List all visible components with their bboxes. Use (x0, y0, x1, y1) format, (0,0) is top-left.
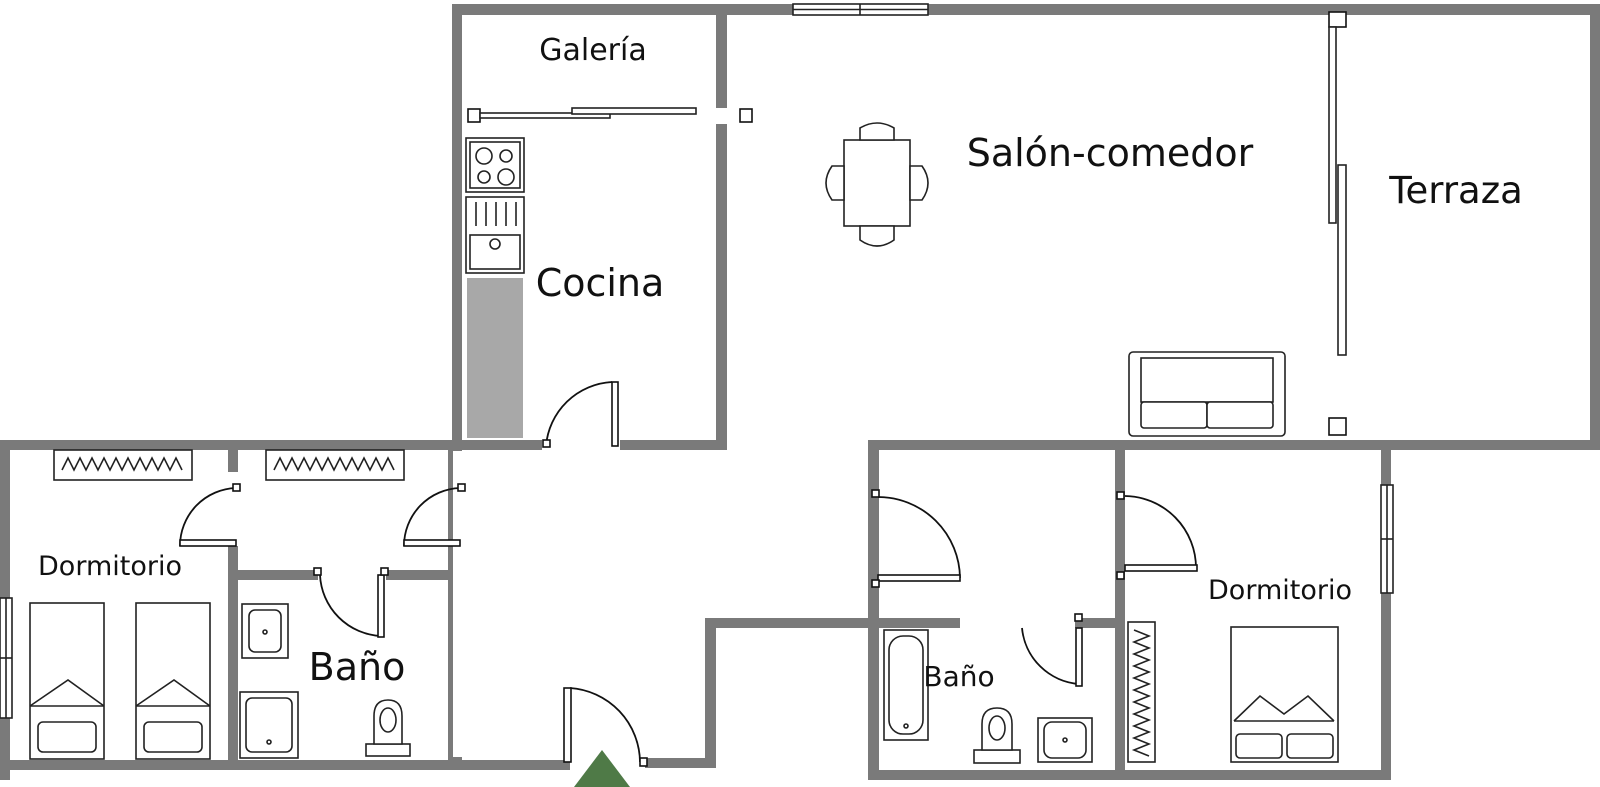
wall-bath-bedroom-divider (1115, 440, 1125, 780)
washbasin-icon (1037, 717, 1093, 763)
wardrobe-icon (1127, 621, 1156, 763)
wall-bath-right-top-a (868, 618, 960, 628)
bed-icon (135, 602, 211, 760)
wall-bedroom-bath-divider-upper (228, 440, 238, 472)
wall-right-bottom (868, 770, 1391, 780)
wall-bath-left-top-b (386, 570, 462, 580)
window-icon (1380, 484, 1394, 594)
wall-top-left (452, 4, 462, 440)
entrance-arrow-icon (574, 750, 630, 787)
toilet-icon (973, 707, 1021, 764)
door-icon (871, 489, 961, 588)
wall-hall-right (705, 618, 716, 768)
door-icon (403, 483, 466, 547)
door-icon (542, 381, 619, 448)
wall-left-bottom (0, 760, 570, 770)
cooktop-icon (465, 137, 525, 193)
room-label-bano-right: Baño (923, 660, 994, 693)
chair-icon (859, 225, 895, 247)
window-icon (792, 3, 929, 16)
wall-kitchen-bottom-a (452, 440, 542, 450)
dining-set (825, 122, 929, 247)
room-label-bano-left: Baño (309, 645, 406, 689)
chair-icon (859, 122, 895, 141)
door-icon (1021, 613, 1083, 687)
toilet-icon (365, 699, 411, 757)
wall-hall-bottom (645, 758, 716, 768)
wall-bedroom-right-outer (1381, 440, 1391, 780)
washbasin-icon (241, 603, 289, 659)
door-icon (1116, 491, 1198, 580)
chair-icon (909, 165, 929, 201)
door-icon (313, 567, 389, 638)
room-label-dormitorio-left: Dormitorio (38, 551, 182, 582)
wall-kitchen-bottom-b (620, 440, 727, 450)
wall-kitchen-right-upper (716, 4, 727, 108)
wall-top (452, 4, 1600, 15)
room-label-dormitorio-right: Dormitorio (1208, 575, 1352, 606)
walls (0, 4, 1600, 780)
wall-bedroom-bath-divider-lower (228, 546, 238, 770)
wall-right-rooms-left (868, 440, 879, 780)
wall-bath-left-top-a (238, 570, 318, 580)
room-label-salon-comedor: Salón-comedor (967, 131, 1254, 175)
radiator-icon (53, 449, 193, 481)
door-icon (179, 483, 241, 547)
room-label-galeria: Galería (539, 33, 646, 68)
wall-right (1590, 4, 1600, 450)
radiator-icon (265, 449, 405, 481)
wall-hall-corner (705, 618, 880, 628)
galeria-sliding-door (467, 107, 753, 123)
wall-right-rooms-top (868, 440, 1600, 450)
kitchen-counter (467, 278, 523, 438)
bed-icon (29, 602, 105, 760)
terrace-sliding-door (1328, 11, 1347, 436)
sofa-icon (1128, 351, 1286, 437)
bed-icon (1230, 626, 1339, 763)
table-icon (843, 139, 911, 227)
room-label-terraza: Terraza (1388, 169, 1523, 212)
sink-icon (465, 196, 525, 274)
entrance-door (563, 687, 648, 767)
wall-kitchen-right-lower (716, 124, 727, 450)
chair-icon (825, 165, 845, 201)
room-label-cocina: Cocina (536, 261, 665, 305)
window-icon (0, 597, 13, 719)
bathtub-icon (883, 629, 929, 741)
shower-icon (239, 691, 299, 759)
wall-bath-right-top-b (1075, 618, 1125, 628)
